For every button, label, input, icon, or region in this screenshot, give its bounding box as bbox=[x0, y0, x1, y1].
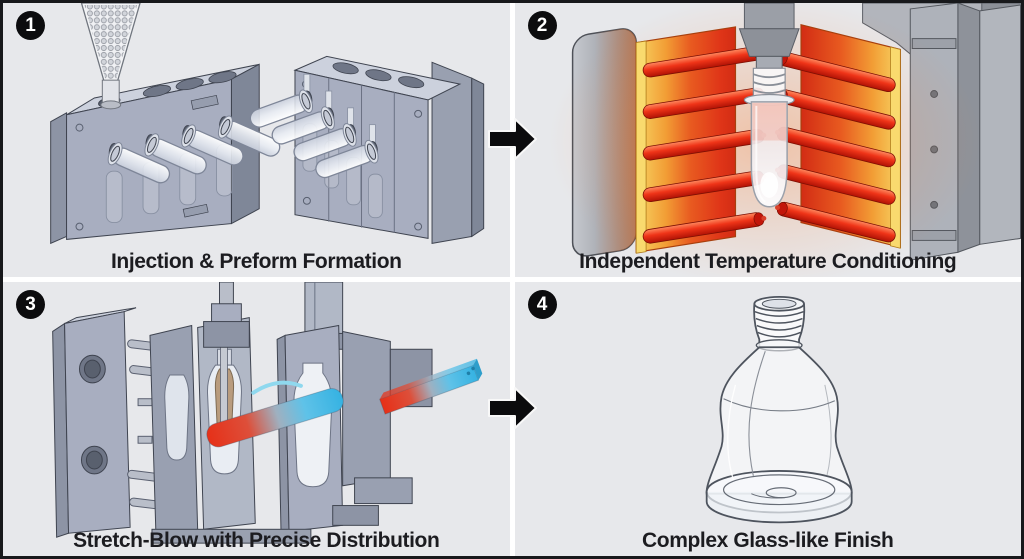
arrow-right-icon bbox=[488, 118, 537, 160]
injection-preform-illustration bbox=[50, 3, 485, 245]
step-1-caption: Injection & Preform Formation bbox=[110, 250, 402, 273]
temperature-gradient-bar-out bbox=[379, 358, 483, 415]
step-2-caption: Independent Temperature Conditioning bbox=[579, 250, 957, 273]
right-mold-half bbox=[246, 55, 485, 244]
temperature-gradient-bar-main bbox=[206, 388, 344, 448]
step-4-caption: Complex Glass-like Finish bbox=[642, 529, 894, 552]
step-2-number: 2 bbox=[536, 14, 548, 36]
step-1-badge: 1 bbox=[16, 11, 45, 40]
panel-step-3: 3 Stretch-Blow with Precise Distribution bbox=[3, 282, 510, 556]
step-2-badge: 2 bbox=[527, 11, 557, 40]
arrow-right-icon bbox=[488, 387, 537, 429]
preform-conditioning bbox=[738, 3, 800, 208]
panel-step-2: 2 Independent Temperature Conditioning bbox=[514, 3, 1021, 277]
left-mold-half bbox=[50, 63, 285, 245]
step-4-number: 4 bbox=[536, 293, 548, 315]
step-1-number: 1 bbox=[25, 14, 36, 36]
stretch-blow-illustration bbox=[52, 282, 483, 544]
step-3-caption: Stretch-Blow with Precise Distribution bbox=[73, 529, 440, 552]
airflow-curve bbox=[251, 380, 303, 395]
temperature-conditioning-illustration bbox=[548, 3, 1021, 277]
stretch-blow-machine bbox=[52, 282, 433, 544]
step-4-badge: 4 bbox=[527, 290, 557, 319]
panel-step-4: 4 Complex Glass-like Finish bbox=[514, 282, 1021, 556]
heater-bank-right bbox=[774, 24, 901, 249]
step-3-badge: 3 bbox=[16, 290, 45, 319]
pellet-hopper bbox=[80, 3, 141, 110]
panel-step-1: 1 Injection & Preform Formation bbox=[3, 3, 510, 277]
finished-bottle-illustration bbox=[705, 295, 853, 524]
step-3-number: 3 bbox=[25, 293, 36, 315]
finished-bottle bbox=[705, 295, 853, 524]
heater-bank-left bbox=[635, 26, 766, 254]
